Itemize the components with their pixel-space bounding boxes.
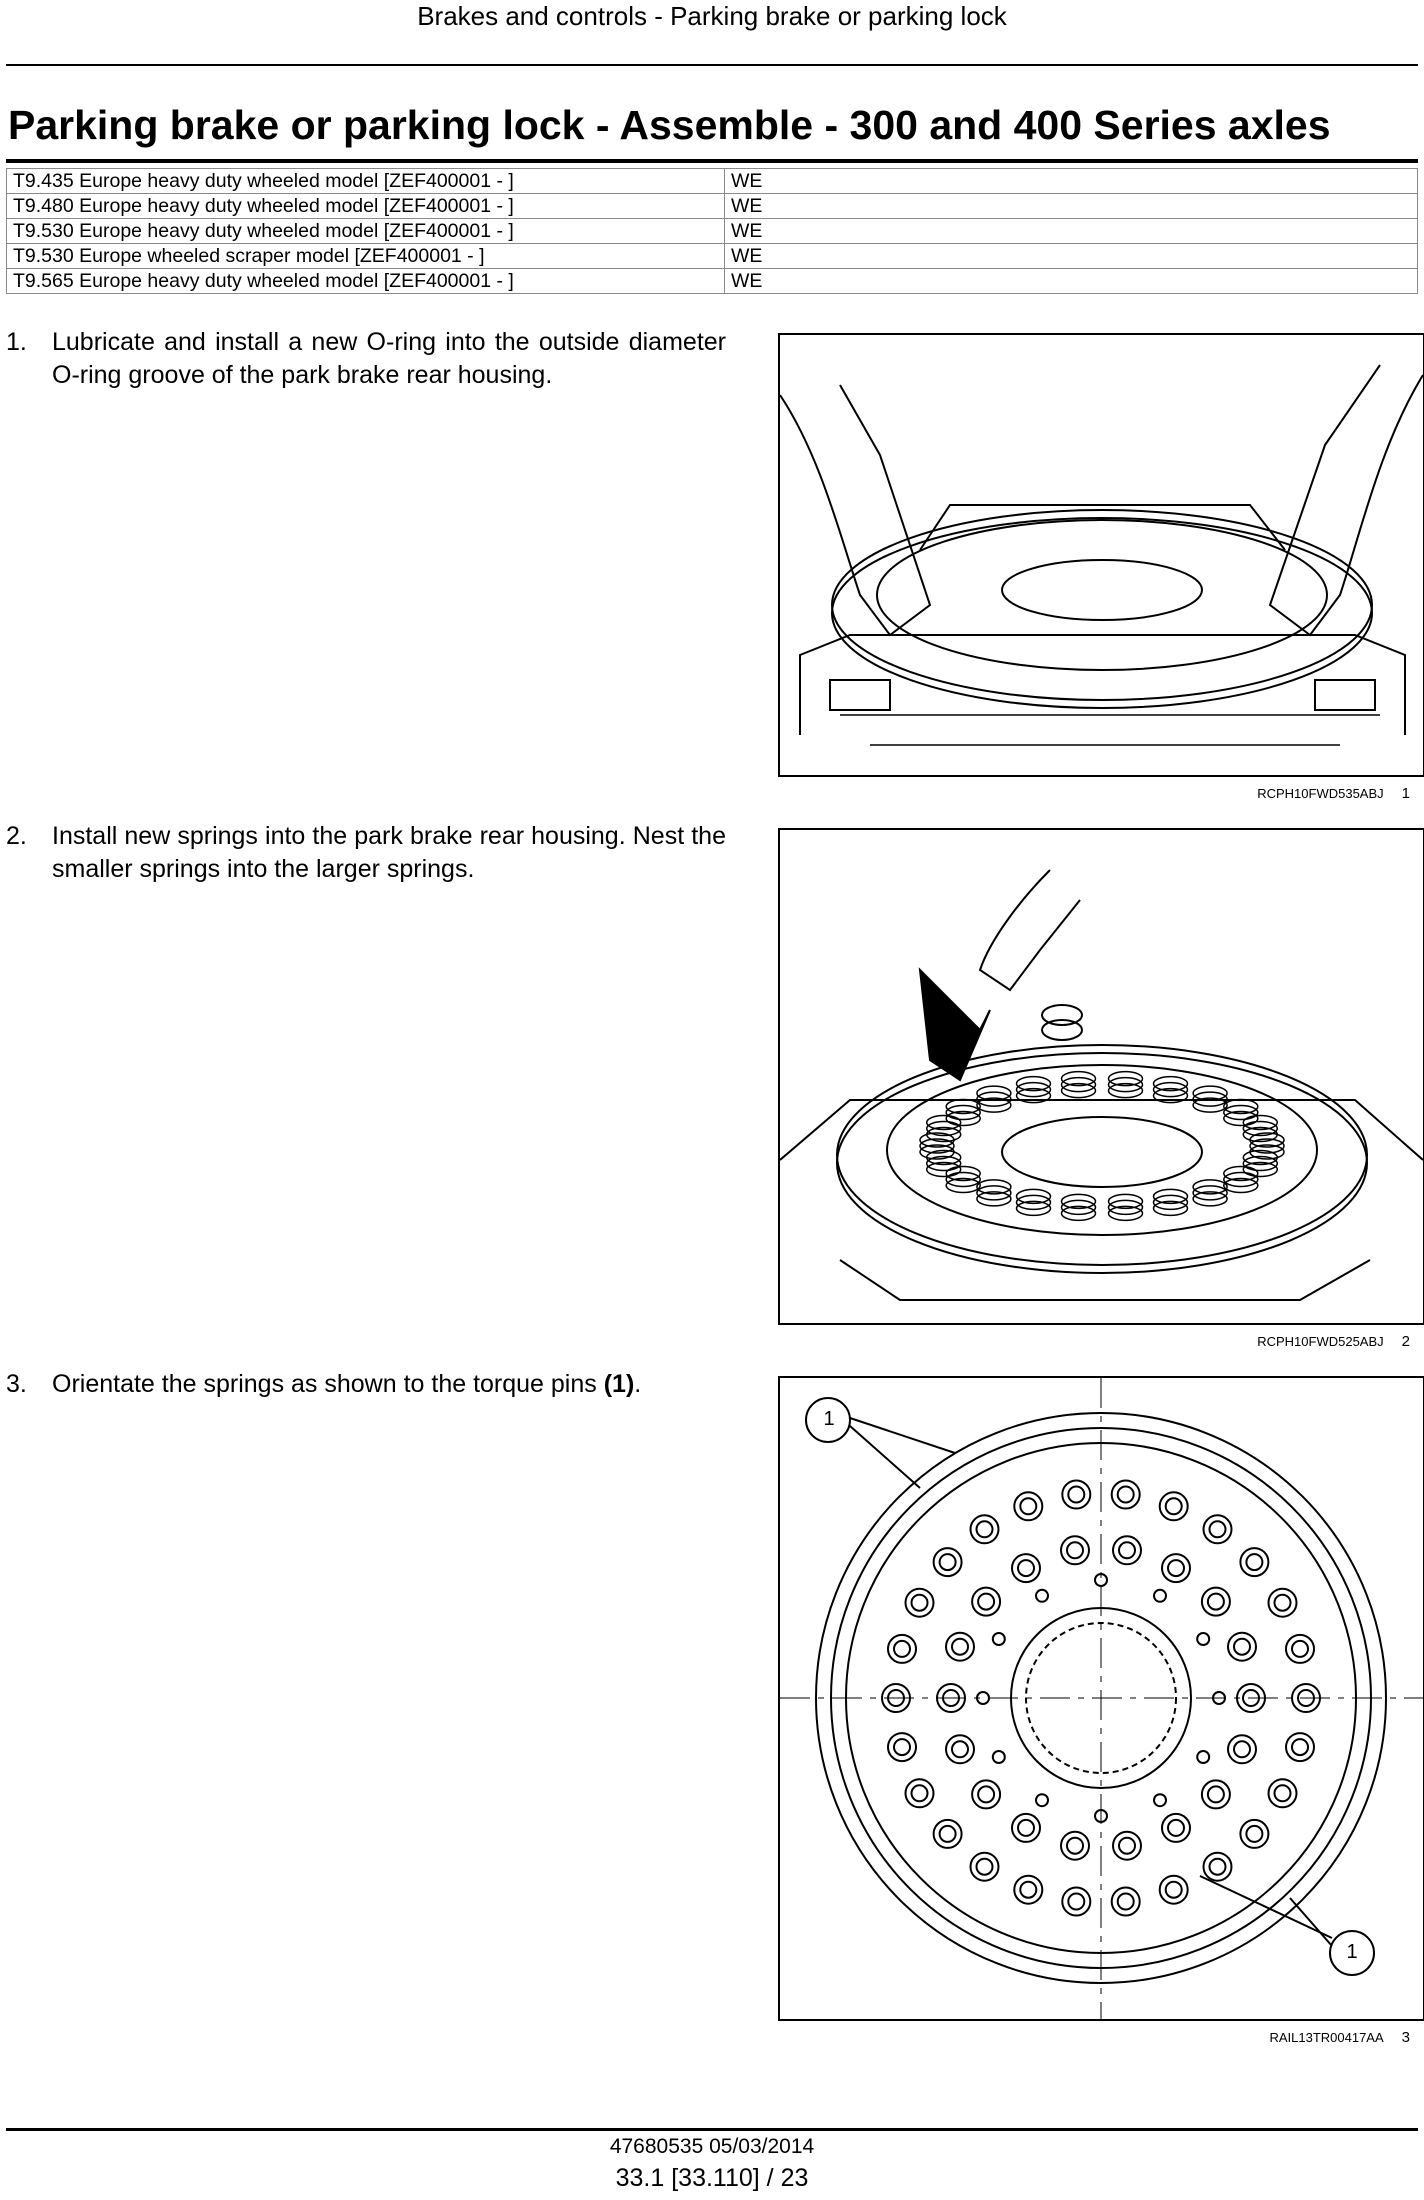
figure-ref: RCPH10FWD535ABJ	[1257, 786, 1384, 801]
table-row: T9.435 Europe heavy duty wheeled model […	[6, 168, 1418, 194]
page-title: Parking brake or parking lock - Assemble…	[8, 102, 1331, 148]
market-cell: WE	[724, 243, 1418, 269]
footer-page-number: 33.1 [33.110] / 23	[615, 2164, 809, 2192]
step-text: Orientate the springs as shown to the to…	[52, 1368, 726, 1401]
figure-number: 2	[1401, 1333, 1410, 1350]
market-cell: WE	[724, 268, 1418, 294]
step-3: 3. Orientate the springs as shown to the…	[6, 1368, 726, 1401]
step-number: 1.	[6, 328, 27, 356]
footer-rule	[6, 2128, 1418, 2131]
figure-1-image	[778, 333, 1424, 777]
model-cell: T9.480 Europe heavy duty wheeled model […	[6, 193, 725, 219]
callout-ref: (1)	[603, 1370, 635, 1398]
table-row: T9.530 Europe wheeled scraper model [ZEF…	[6, 243, 1418, 269]
model-table: T9.435 Europe heavy duty wheeled model […	[6, 168, 1418, 294]
step-1: 1. Lubricate and install a new O-ring in…	[6, 326, 726, 392]
figure-2-image	[778, 828, 1424, 1325]
header-rule	[6, 64, 1418, 66]
model-cell: T9.565 Europe heavy duty wheeled model […	[6, 268, 725, 294]
step-text-part: Orientate the springs as shown to the to…	[52, 1370, 604, 1398]
table-row: T9.480 Europe heavy duty wheeled model […	[6, 193, 1418, 219]
footer-doc-number: 47680535 05/03/2014	[609, 2135, 815, 2158]
table-row: T9.530 Europe heavy duty wheeled model […	[6, 218, 1418, 244]
figure-ref: RCPH10FWD525ABJ	[1257, 1334, 1384, 1349]
figure-number: 1	[1401, 785, 1410, 802]
market-cell: WE	[724, 168, 1418, 194]
step-number: 2.	[6, 822, 27, 850]
title-rule	[6, 159, 1418, 163]
model-cell: T9.530 Europe heavy duty wheeled model […	[6, 218, 725, 244]
figure-number: 3	[1401, 2029, 1410, 2046]
market-cell: WE	[724, 218, 1418, 244]
figure-1-caption: RCPH10FWD535ABJ 1	[1257, 785, 1410, 802]
figure-2-caption: RCPH10FWD525ABJ 2	[1257, 1333, 1410, 1350]
callout-1-top: 1	[823, 1408, 835, 1430]
step-number: 3.	[6, 1370, 27, 1398]
step-2: 2. Install new springs into the park bra…	[6, 820, 726, 886]
step-text: Lubricate and install a new O-ring into …	[52, 328, 726, 389]
step-text-part: .	[634, 1370, 642, 1398]
figure-ref: RAIL13TR00417AA	[1269, 2030, 1384, 2045]
model-cell: T9.530 Europe wheeled scraper model [ZEF…	[6, 243, 725, 269]
market-cell: WE	[724, 193, 1418, 219]
page-header: Brakes and controls - Parking brake or p…	[417, 1, 1007, 31]
figure-3-image: 1 1	[778, 1376, 1424, 2021]
step-text: Install new springs into the park brake …	[52, 822, 726, 883]
table-row: T9.565 Europe heavy duty wheeled model […	[6, 268, 1418, 294]
model-cell: T9.435 Europe heavy duty wheeled model […	[6, 168, 725, 194]
figure-3-caption: RAIL13TR00417AA 3	[1269, 2029, 1410, 2046]
callout-1-bottom: 1	[1346, 1941, 1358, 1963]
